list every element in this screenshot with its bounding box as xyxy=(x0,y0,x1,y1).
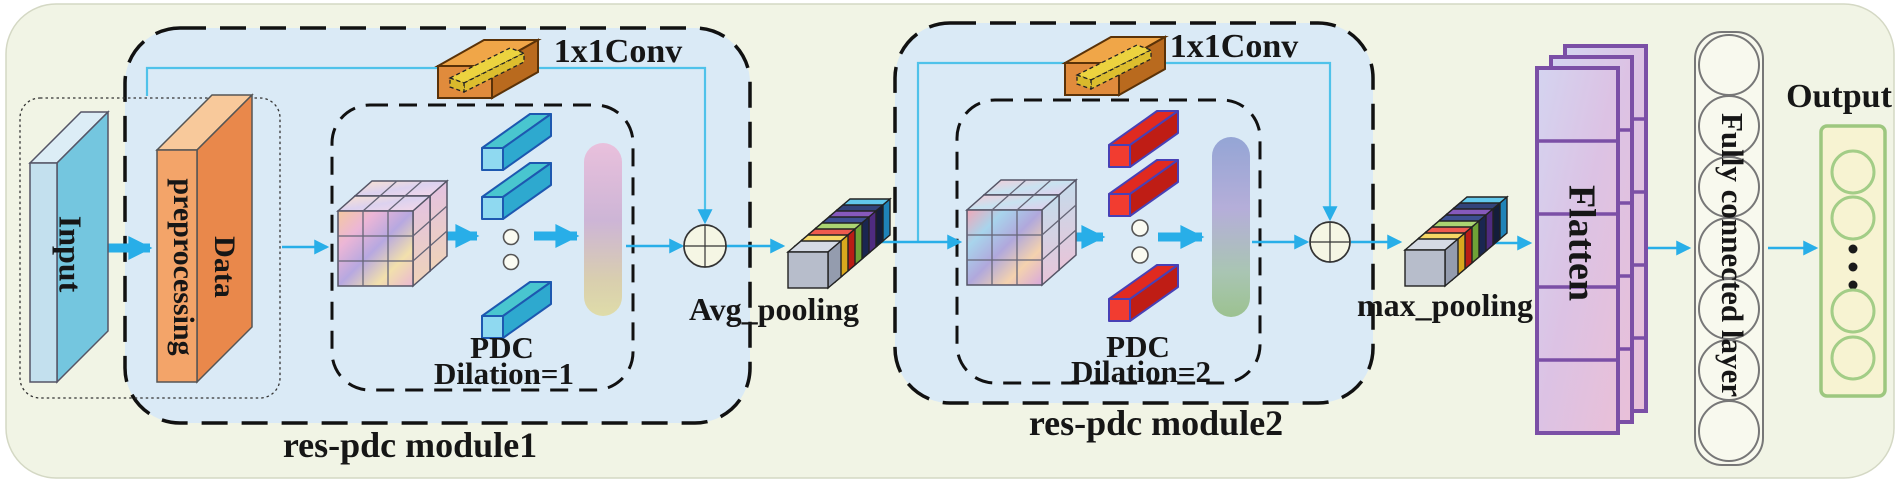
input-label: Input xyxy=(53,216,89,293)
dilation-label-1: Dilation=1 xyxy=(434,356,574,391)
ellipsis-dot xyxy=(1848,262,1858,272)
ellipsis-dot xyxy=(1848,244,1858,254)
avg-pooling-label: Avg_pooling xyxy=(689,291,859,327)
max-pooling-label: max_pooling xyxy=(1357,287,1533,323)
pooling-slab xyxy=(787,240,842,289)
ellipsis-dot xyxy=(502,253,520,271)
skip-connection-line-1 xyxy=(145,66,713,225)
data-preprocessing-slab xyxy=(155,93,254,384)
preprocessing-label-line1: Data xyxy=(208,236,241,298)
pooling-slab xyxy=(1404,238,1459,287)
output-layer xyxy=(1819,124,1887,398)
preprocessing-label-line2: preprocessing xyxy=(167,178,200,355)
pdc-label-2: PDC xyxy=(1106,329,1170,364)
module2-title: res-pdc module2 xyxy=(1029,403,1283,443)
input-preprocessing-group-box xyxy=(19,97,281,399)
ellipsis-dot xyxy=(1848,280,1858,290)
output-neuron-circle xyxy=(1830,195,1876,241)
ellipsis-dot xyxy=(1131,246,1149,264)
flatten-stack xyxy=(1535,44,1648,435)
dilation-label-2: Dilation=2 xyxy=(1071,354,1211,389)
feature-pill-2 xyxy=(1212,137,1250,317)
flatten-label: Flatten xyxy=(1560,185,1602,301)
add-circle-2 xyxy=(1309,221,1351,263)
pdc-label-1: PDC xyxy=(470,330,534,365)
output-label: Output xyxy=(1786,78,1892,115)
ellipsis-dot xyxy=(1131,219,1149,237)
fully-connected-label: Fully connected layer xyxy=(1715,113,1750,397)
fc-neuron-circle xyxy=(1698,400,1760,462)
flatten-layer-front xyxy=(1535,66,1620,435)
feature-cube-1 xyxy=(336,179,449,288)
ellipsis-dot xyxy=(502,228,520,246)
feature-pill-1 xyxy=(584,143,622,316)
module1-title: res-pdc module1 xyxy=(283,425,537,465)
conv1x1-label-1: 1x1Conv xyxy=(554,33,682,70)
feature-cube-2 xyxy=(965,178,1078,287)
conv1x1-label-2: 1x1Conv xyxy=(1170,28,1298,65)
add-circle-1 xyxy=(683,224,727,268)
output-neuron-circle xyxy=(1830,335,1876,381)
pdc-dilated-bars-2 xyxy=(1109,111,1178,321)
output-neuron-circle xyxy=(1830,288,1876,334)
input-layer-slab xyxy=(28,110,110,384)
fully-connected-layer xyxy=(1694,31,1764,466)
output-neuron-circle xyxy=(1830,149,1876,195)
pdc-dilated-bars-1 xyxy=(482,114,551,338)
pdc-dashed-box-1 xyxy=(330,103,635,392)
